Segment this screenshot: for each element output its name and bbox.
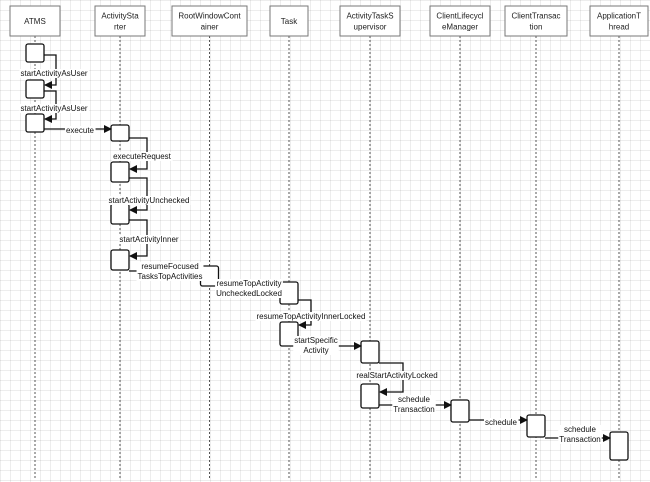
activation-box-appthread [609, 431, 629, 461]
message-label-bg [355, 371, 439, 380]
participant-atms[interactable]: ATMS [9, 5, 61, 37]
participant-box [94, 5, 146, 37]
message-label: realStartActivityLocked [356, 371, 437, 380]
participant-label: upervisor [354, 23, 387, 32]
message-label-bg [118, 235, 180, 244]
participant-label: ClientTransac [511, 12, 560, 21]
participant-box [9, 5, 61, 37]
activation-box-starter [110, 124, 130, 142]
participant-label: ATMS [24, 17, 46, 26]
message-label: resumeTopActivity [217, 279, 282, 288]
message-label: schedule [564, 425, 597, 434]
participant-lifecycle[interactable]: ClientLifecycl eManager [429, 5, 491, 37]
message-label: executeRequest [113, 152, 172, 161]
message-execute: execute [64, 126, 96, 135]
message-label: startSpecific [294, 336, 338, 345]
participant-label: eManager [442, 23, 478, 32]
participant-label: rter [114, 23, 126, 32]
message-startActivityUnchecked: startActivityUnchecked [107, 196, 191, 205]
message-label-bg [19, 69, 89, 78]
participant-label: hread [609, 23, 629, 32]
message-label: startActivityAsUser [20, 69, 87, 78]
activation-box-starter [110, 249, 130, 271]
activation-box-lifecycle [450, 399, 470, 423]
message-schedule: schedule [483, 418, 519, 427]
message-label: startActivityUnchecked [109, 196, 190, 205]
participant-label: Task [281, 17, 298, 26]
participant-box [171, 5, 248, 37]
participant-label: ActivityTaskS [346, 12, 393, 21]
participant-label: ainer [201, 23, 219, 32]
participant-starter[interactable]: ActivitySta rter [94, 5, 146, 37]
message-startActivityAsUser-2: startActivityAsUser [19, 104, 89, 113]
activation-box-atms [25, 79, 45, 99]
message-label-bg [64, 126, 96, 135]
message-label: resumeFocused [141, 262, 198, 271]
message-label-bg [107, 196, 191, 205]
participant-supervisor[interactable]: ActivityTaskS upervisor [339, 5, 401, 37]
participant-label: ClientLifecycl [436, 12, 483, 21]
participant-transaction[interactable]: ClientTransac tion [504, 5, 568, 37]
message-label: startActivityInner [119, 235, 178, 244]
participant-appthread[interactable]: ApplicationT hread [589, 5, 649, 37]
message-label-bg [255, 312, 367, 321]
participant-label: ApplicationT [597, 12, 641, 21]
activation-box-supervisor [360, 383, 380, 409]
activation-box-transaction [526, 414, 546, 438]
message-label-bg [215, 279, 283, 298]
message-label-bg [112, 152, 173, 161]
participant-label: ActivitySta [101, 12, 139, 21]
participant-rwc[interactable]: RootWindowCont ainer [171, 5, 248, 37]
participant-box [269, 5, 309, 37]
message-realStartActivityLocked: realStartActivityLocked [355, 371, 439, 380]
participant-task[interactable]: Task [269, 5, 309, 37]
message-label: Transaction [559, 435, 601, 444]
message-label-bg [19, 104, 89, 113]
participant-box [429, 5, 491, 37]
message-label-bg [392, 395, 436, 414]
message-resumeTopActivityInnerLocked: resumeTopActivityInnerLocked [255, 312, 367, 321]
message-label: schedule [485, 418, 518, 427]
message-label-bg [136, 262, 204, 281]
message-label: schedule [398, 395, 431, 404]
message-label-bg [558, 425, 602, 444]
message-label-bg [483, 418, 519, 427]
participant-box [504, 5, 568, 37]
activation-box-atms [25, 113, 45, 133]
message-label: Activity [303, 346, 328, 355]
participant-label: RootWindowCont [178, 12, 241, 21]
message-label: TasksTopActivities [138, 272, 203, 281]
message-label: resumeTopActivityInnerLocked [257, 312, 366, 321]
message-label-bg [293, 336, 339, 355]
participant-label: tion [530, 23, 543, 32]
message-label: startActivityAsUser [20, 104, 87, 113]
message-executeRequest: executeRequest [112, 152, 173, 161]
message-label: Transaction [393, 405, 435, 414]
message-label: execute [66, 126, 95, 135]
activation-box-supervisor [360, 340, 380, 364]
activation-box-starter [110, 161, 130, 183]
participant-box [589, 5, 649, 37]
message-startActivityInner: startActivityInner [118, 235, 180, 244]
message-label: UncheckedLocked [216, 289, 282, 298]
message-startActivityAsUser-1: startActivityAsUser [19, 69, 89, 78]
message-arrow [129, 177, 148, 214]
activation-box-starter [110, 203, 130, 225]
participant-box [339, 5, 401, 37]
activation-box-atms [25, 43, 45, 63]
